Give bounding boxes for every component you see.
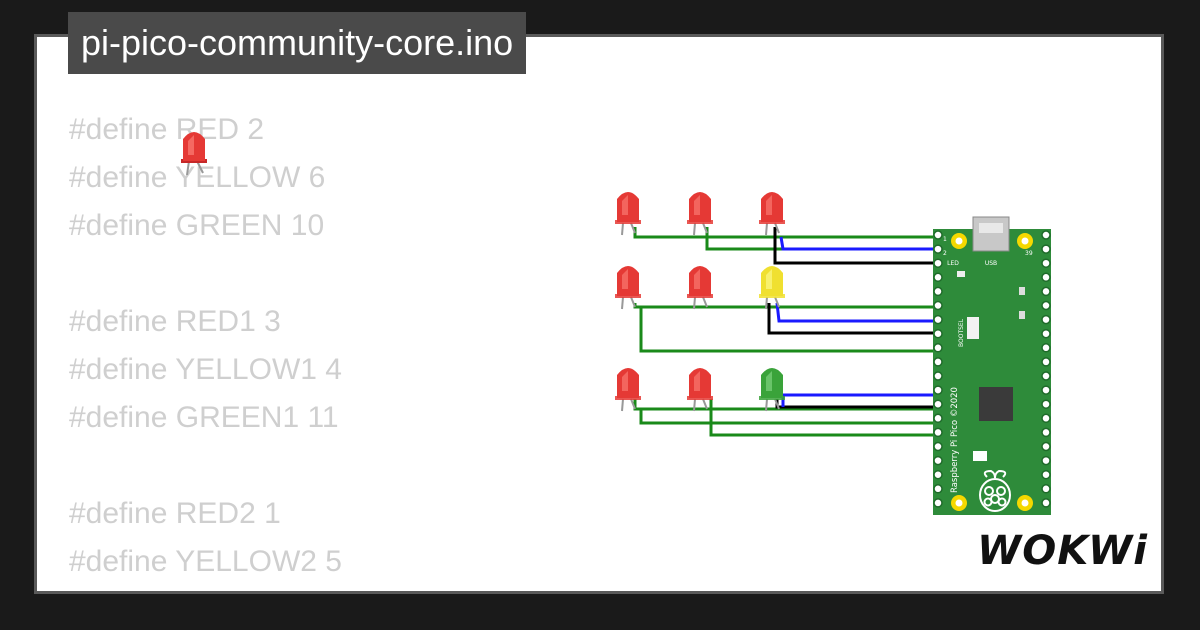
pin-pad[interactable] xyxy=(933,413,943,424)
code-preview: #define RED 2 #define YELLOW 6 #define GRE… xyxy=(69,106,342,591)
loose-led-icon xyxy=(181,132,207,176)
red-led-icon[interactable] xyxy=(687,266,713,310)
pin-pad[interactable] xyxy=(1041,258,1051,268)
pin-pad[interactable] xyxy=(1041,427,1051,438)
pin2-label: 2 xyxy=(943,250,947,257)
pin-pad[interactable] xyxy=(1041,286,1051,297)
pin-pad[interactable] xyxy=(933,385,943,395)
pin-pad[interactable] xyxy=(1041,498,1051,508)
red-led-icon[interactable] xyxy=(615,266,641,310)
pin-pad[interactable] xyxy=(1041,328,1051,339)
raspberry-logo-icon xyxy=(979,469,1011,512)
pin-pad[interactable] xyxy=(1041,371,1051,381)
pin-pad[interactable] xyxy=(933,441,943,452)
pin-pad[interactable] xyxy=(1041,441,1051,452)
red-led-icon[interactable] xyxy=(615,368,641,412)
code-line: #define GREEN1 11 xyxy=(69,401,339,434)
led-grid xyxy=(615,192,785,412)
pin-pad[interactable] xyxy=(1041,314,1051,325)
pin-pad[interactable] xyxy=(933,498,943,508)
pin-pad[interactable] xyxy=(1041,399,1051,409)
pin-pad[interactable] xyxy=(1041,272,1051,283)
code-line: #define YELLOW2 5 xyxy=(69,545,342,578)
red-led-icon[interactable] xyxy=(759,192,785,236)
pico-board[interactable]: USB LED 1 2 39 BOOTSEL xyxy=(933,216,1051,515)
usb-label: USB xyxy=(985,260,997,267)
pin-pad[interactable] xyxy=(933,286,943,297)
wokwi-logo: WOKWi xyxy=(977,528,1148,574)
preview-card: #define RED 2 #define YELLOW 6 #define GRE… xyxy=(34,34,1164,594)
pin-pad[interactable] xyxy=(933,399,943,409)
pin-pad[interactable] xyxy=(933,427,943,438)
code-line: #define YELLOW 6 xyxy=(69,161,326,194)
red-led-icon[interactable] xyxy=(687,192,713,236)
sketch-title: pi-pico-community-core.ino xyxy=(68,12,527,74)
pin-pad[interactable] xyxy=(1041,244,1051,254)
pin-pad[interactable] xyxy=(1041,455,1051,466)
pin-pad[interactable] xyxy=(933,469,943,480)
pin-pad[interactable] xyxy=(933,300,943,311)
pin39-label: 39 xyxy=(1025,250,1033,257)
pin-pad[interactable] xyxy=(933,371,943,381)
pin-pad[interactable] xyxy=(933,230,943,240)
board-name-label: Raspberry Pi Pico ©2020 xyxy=(950,387,960,493)
pin-pad[interactable] xyxy=(1041,484,1051,494)
green-led-icon[interactable] xyxy=(759,368,785,412)
code-line: #define RED 2 xyxy=(69,113,265,146)
code-line: #define RED1 3 xyxy=(69,305,281,338)
onboard-led xyxy=(957,271,965,277)
pin-pad[interactable] xyxy=(1041,343,1051,353)
pin-pad[interactable] xyxy=(1041,357,1051,367)
led-label: LED xyxy=(947,260,959,267)
yellow-led-icon[interactable] xyxy=(759,266,785,310)
pin-pad[interactable] xyxy=(933,272,943,283)
rp2040-chip xyxy=(979,387,1013,421)
red-led-icon[interactable] xyxy=(615,192,641,236)
code-line: #define GREEN 10 xyxy=(69,209,325,242)
usb-port xyxy=(972,216,1010,252)
pin1-label: 1 xyxy=(943,236,947,243)
code-line: #define YELLOW1 4 xyxy=(69,353,342,386)
pin-pad[interactable] xyxy=(933,357,943,367)
pin-pad[interactable] xyxy=(933,244,943,254)
bootsel-button[interactable] xyxy=(967,317,979,339)
code-line: #define RED2 1 xyxy=(69,497,281,530)
pin-pad[interactable] xyxy=(1041,413,1051,424)
right-pin-header xyxy=(1041,230,1051,508)
left-pin-header xyxy=(933,230,943,508)
pin-pad[interactable] xyxy=(1041,385,1051,395)
circuit-diagram: USB LED 1 2 39 BOOTSEL xyxy=(181,132,1051,515)
pin-pad[interactable] xyxy=(933,484,943,494)
pin-pad[interactable] xyxy=(933,343,943,353)
pin-pad[interactable] xyxy=(1041,300,1051,311)
pin-pad[interactable] xyxy=(933,455,943,466)
pin-pad[interactable] xyxy=(1041,230,1051,240)
wires xyxy=(633,227,937,437)
pin-pad[interactable] xyxy=(1041,469,1051,480)
bootsel-label: BOOTSEL xyxy=(958,318,965,347)
pin-pad[interactable] xyxy=(933,258,943,268)
red-led-icon[interactable] xyxy=(687,368,713,412)
pin-pad[interactable] xyxy=(933,314,943,325)
pin-pad[interactable] xyxy=(933,328,943,339)
